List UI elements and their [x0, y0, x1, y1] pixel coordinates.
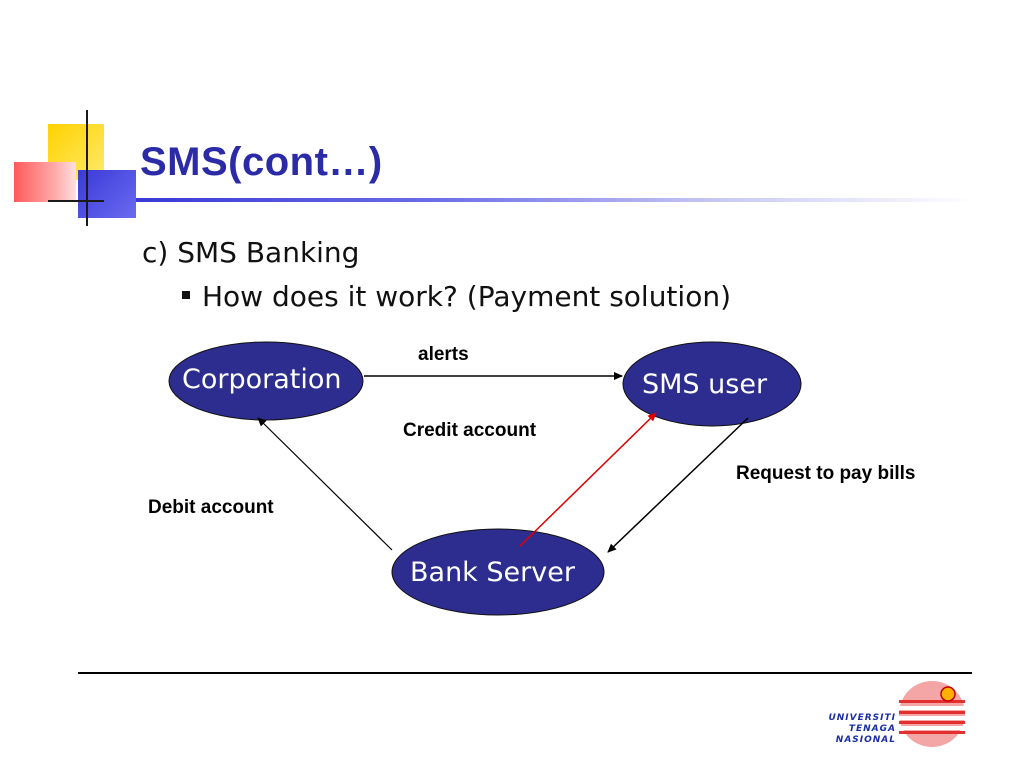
edge-label-request-to-pay-bills: Request to pay bills — [736, 463, 916, 484]
logo-line-tenaga: TENAGA — [848, 724, 896, 734]
node-label-sms-user: SMS user — [642, 369, 768, 400]
square-bullet-icon — [182, 291, 190, 299]
node-bank-server — [391, 528, 605, 616]
university-logo-emblem — [899, 681, 965, 747]
bullet-text: How does it work? (Payment solution) — [202, 280, 731, 313]
node-label-corporation: Corporation — [182, 364, 342, 395]
edge-credit-arrow — [519, 412, 657, 547]
logo-text: UNIVERSITI TENAGA NASIONAL — [812, 713, 896, 746]
title-underline-gradient — [136, 198, 972, 202]
node-label-bank-server: Bank Server — [410, 557, 575, 588]
decorative-vertical-line — [86, 110, 88, 226]
node-sms-user — [622, 341, 802, 427]
logo-line-nasional: NASIONAL — [835, 735, 896, 745]
decorative-red-bar — [14, 162, 76, 202]
edge-debit-arrow — [257, 417, 393, 551]
logo-line-universiti: UNIVERSITI — [828, 713, 896, 723]
edge-label-credit-account: Credit account — [403, 420, 537, 441]
subtitle-sms-banking: c) SMS Banking — [142, 236, 360, 269]
edge-request-arrow — [607, 417, 749, 553]
slide-title: SMS(cont…) — [140, 140, 383, 184]
edge-label-alerts: alerts — [418, 344, 469, 365]
footer-divider — [78, 672, 972, 674]
bullet-item: How does it work? (Payment solution) — [182, 280, 731, 313]
edge-label-debit-account: Debit account — [148, 497, 274, 518]
decorative-horizontal-line — [48, 200, 104, 202]
